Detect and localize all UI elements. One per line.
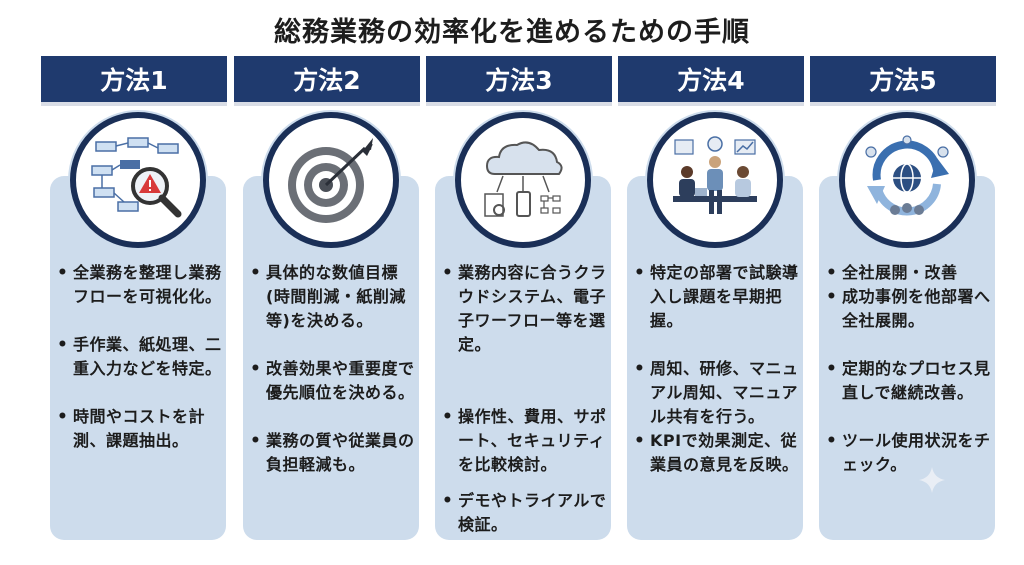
method-items: 全社展開・改善 成功事例を他部署へ全社展開。 定期的なプロセス見直しで継続改善。…	[824, 261, 992, 477]
list-item: ツール使用状況をチェック。	[824, 429, 992, 477]
list-item: 業務内容に合うクラウドシステム、電子子ワーフロー等を選定。	[440, 261, 608, 357]
team-meeting-icon	[647, 112, 783, 248]
list-item: 具体的な数値目標(時間削減・紙削減等)を決める。	[248, 261, 416, 333]
method-items: 全業務を整理し業務フローを可視化化。 手作業、紙処理、二重入力などを特定。 時間…	[55, 261, 223, 453]
list-item: 周知、研修、マニュアル周知、マニュアル共有を行う。	[632, 357, 800, 429]
list-item: 操作性、費用、サポート、セキュリティを比較検討。	[440, 405, 608, 477]
list-item: 業務の質や従業員の負担軽減も。	[248, 429, 416, 477]
company-cycle-icon	[839, 112, 975, 248]
cloud-system-icon	[455, 112, 591, 248]
method-header: 方法1	[41, 56, 227, 106]
method-items: 具体的な数値目標(時間削減・紙削減等)を決める。 改善効果や重要度で優先順位を決…	[248, 261, 416, 477]
method-column-2: 方法2 具体的な数値目標(時間削減・紙削減等)を決める。 改善効果や重要度で優先…	[234, 56, 420, 546]
method-column-5: 方法5 全社展開・改善 成功事例を他部署へ全社展開。 定期的なプロセス見直しで継…	[810, 56, 996, 546]
list-item: 全業務を整理し業務フローを可視化化。	[55, 261, 223, 309]
list-item: KPIで効果測定、従業員の意見を反映。	[632, 429, 800, 477]
list-item: 成功事例を他部署へ全社展開。	[824, 285, 992, 333]
method-items: 特定の部署で試験導入し課題を早期把握。 周知、研修、マニュアル周知、マニュアル共…	[632, 261, 800, 477]
method-column-1: 方法1 全業務を整理し業務フローを可視化化。 手作業、紙処理、二重入力などを特定…	[41, 56, 227, 546]
list-item: 特定の部署で試験導入し課題を早期把握。	[632, 261, 800, 333]
page-title: 総務業務の効率化を進めるための手順	[274, 17, 750, 48]
list-item: 改善効果や重要度で優先順位を決める。	[248, 357, 416, 405]
sparkle-icon	[919, 467, 945, 493]
list-item: デモやトライアルで検証。	[440, 489, 608, 537]
method-column-4: 方法4 特定の部署で試験導入し課題を早期把握。 周知、研修、マニュアル周知、マニ…	[618, 56, 804, 546]
list-item: 全社展開・改善	[824, 261, 992, 285]
method-header: 方法3	[426, 56, 612, 106]
method-header: 方法4	[618, 56, 804, 106]
list-item: 定期的なプロセス見直しで継続改善。	[824, 357, 992, 405]
list-item: 時間やコストを計測、課題抽出。	[55, 405, 223, 453]
method-header: 方法2	[234, 56, 420, 106]
method-header: 方法5	[810, 56, 996, 106]
workflow-warning-icon	[70, 112, 206, 248]
target-arrow-icon	[263, 112, 399, 248]
method-items: 業務内容に合うクラウドシステム、電子子ワーフロー等を選定。 操作性、費用、サポー…	[440, 261, 608, 537]
method-column-3: 方法3 業務内容に合うクラウドシステム、電子子ワーフロー等を選定。 操作性、費用…	[426, 56, 612, 546]
list-item: 手作業、紙処理、二重入力などを特定。	[55, 333, 223, 381]
